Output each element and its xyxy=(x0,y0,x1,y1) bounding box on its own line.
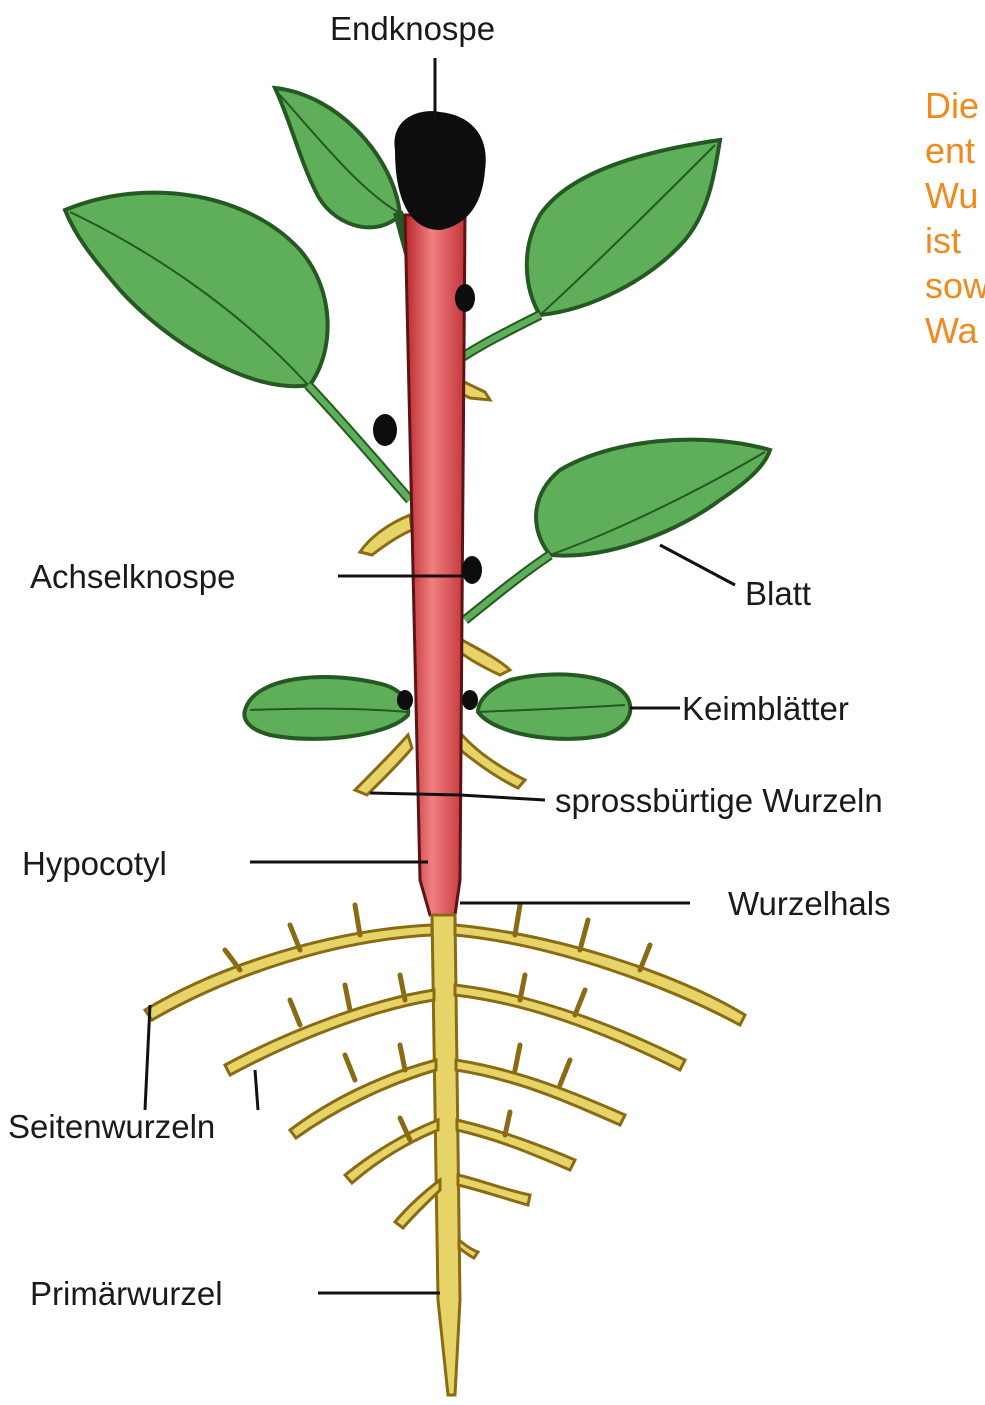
lateral-root-4r xyxy=(457,1120,575,1170)
side-text-line-6: Wa xyxy=(925,310,979,351)
side-text-line-2: ent xyxy=(925,130,975,171)
lateral-root-5l xyxy=(395,1180,440,1228)
label-primaerwurzel: Primärwurzel xyxy=(30,1275,223,1312)
side-text-line-4: ist xyxy=(925,220,961,261)
leaf-upper-right xyxy=(458,140,720,360)
stem xyxy=(405,215,465,915)
lateral-root-4l xyxy=(345,1120,438,1183)
root-system xyxy=(145,915,745,1395)
side-text-line-5: sow xyxy=(925,265,985,306)
label-blatt: Blatt xyxy=(745,575,811,612)
label-hypocotyl: Hypocotyl xyxy=(22,845,167,882)
label-seitenwurzeln: Seitenwurzeln xyxy=(8,1108,215,1145)
lateral-root-3l xyxy=(290,1060,436,1138)
label-wurzelhals: Wurzelhals xyxy=(728,885,891,922)
leaf-middle-right xyxy=(465,440,770,620)
side-text-line-3: Wu xyxy=(925,175,978,216)
cotyledon-right xyxy=(478,674,630,738)
label-sprossbuertige-wurzeln: sprossbürtige Wurzeln xyxy=(555,782,883,819)
lateral-root-5r xyxy=(458,1175,530,1205)
label-keimblaetter: Keimblätter xyxy=(682,690,849,727)
side-text: Die ent Wu ist sow Wa xyxy=(925,85,985,351)
label-endknospe: Endknospe xyxy=(330,10,495,47)
lateral-root-2r xyxy=(455,985,685,1070)
terminal-bud xyxy=(394,111,485,230)
lateral-root-3r xyxy=(456,1060,625,1125)
lateral-root-1r xyxy=(455,925,745,1025)
label-achselknospe: Achselknospe xyxy=(30,558,235,595)
leaf-upper-left xyxy=(65,193,410,500)
side-text-line-1: Die xyxy=(925,85,979,126)
lateral-root-6r xyxy=(459,1240,478,1258)
cotyledon-left xyxy=(244,677,408,739)
